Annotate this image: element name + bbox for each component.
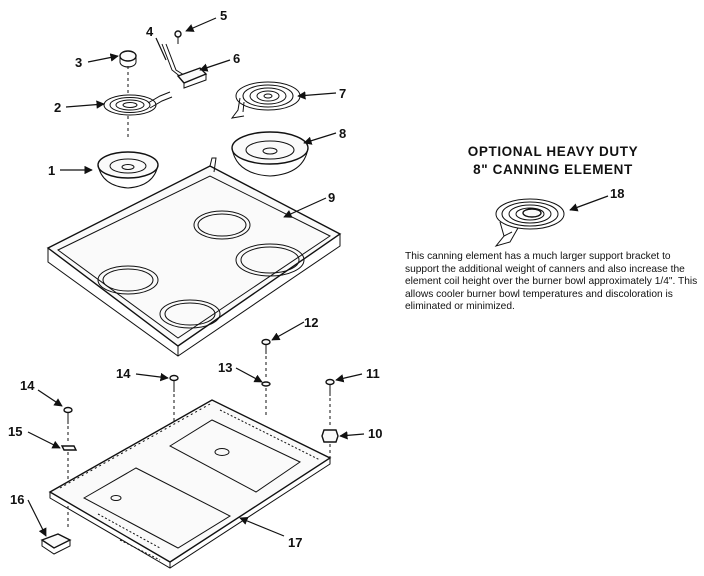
callout-5: 5 (220, 8, 227, 23)
callout-14-center: 14 (116, 366, 131, 381)
part-8-drip-bowl (231, 131, 309, 177)
part-5-screw (174, 30, 182, 44)
optional-title-line-1: OPTIONAL HEAVY DUTY (467, 144, 639, 159)
callout-11: 11 (366, 366, 380, 381)
callout-16: 16 (10, 492, 24, 507)
part-12-screw (261, 338, 271, 380)
callout-14-left: 14 (20, 378, 35, 393)
callout-17: 17 (288, 535, 302, 550)
part-18-canning-element (494, 198, 565, 247)
optional-element-description: This canning element has a much larger s… (405, 251, 698, 313)
part-16-bracket (40, 533, 72, 555)
part-7-surface-element (230, 81, 301, 119)
callout-18: 18 (610, 186, 624, 201)
callout-7: 7 (339, 86, 346, 101)
part-17-bottom-panel (48, 399, 332, 569)
cooktop-openings (97, 210, 305, 329)
part-2-surface-element (103, 91, 173, 140)
part-11-screw (325, 378, 335, 426)
callout-8: 8 (339, 126, 346, 141)
part-14-screw-left (63, 406, 73, 424)
optional-title-line-2: 8" CANNING ELEMENT (473, 162, 633, 177)
callout-1: 1 (48, 163, 55, 178)
callout-10: 10 (368, 426, 382, 441)
part-3-cap (119, 50, 137, 96)
callout-3: 3 (75, 55, 82, 70)
optional-element-heading: OPTIONAL HEAVY DUTY 8" CANNING ELEMENT (428, 143, 678, 179)
part-1-drip-bowl (97, 151, 159, 189)
part-13-washer (261, 381, 271, 418)
callout-12: 12 (304, 315, 318, 330)
callout-6: 6 (233, 51, 240, 66)
callout-4: 4 (146, 24, 154, 39)
leader-lines (27, 17, 609, 537)
part-4-receptacle-wires (161, 43, 185, 79)
callout-labels: 1 2 3 4 5 6 7 8 9 12 13 11 10 14 14 15 1… (8, 8, 624, 550)
callout-2: 2 (54, 100, 61, 115)
callout-9: 9 (328, 190, 335, 205)
part-9-cooktop (46, 157, 342, 357)
part-6-terminal-block (176, 67, 208, 89)
callout-15: 15 (8, 424, 22, 439)
callout-13: 13 (218, 360, 232, 375)
